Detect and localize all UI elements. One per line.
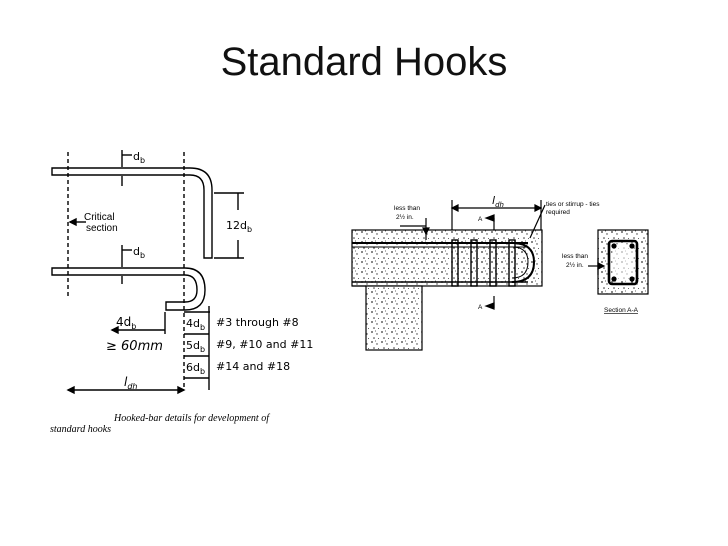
row-1-factor: 4db [186,317,205,332]
less-than-label-2a: less than [562,253,588,260]
left-hook-figure [51,150,244,395]
db-mid-label: db [133,245,145,260]
column-body [365,285,423,351]
hook-180-bar [51,267,206,311]
beam-body [351,229,543,287]
section-arrow-top-label: A [478,216,483,223]
section-a-a-label: Section A-A [604,307,639,314]
less-than-label-1a: less than [394,205,420,212]
slide-title: Standard Hooks [220,40,508,84]
ldh-right-label: ldh [492,194,504,209]
db-top-label: db [133,150,145,165]
critical-section-label-2: section [86,223,118,234]
ldh-left-label: ldh [124,375,138,391]
min-length-label: ≥ 60mm [106,339,163,354]
critical-section-label-1: Critical [84,212,115,223]
ties-label-2: required [546,209,570,216]
less-than-label-2b: 2½ in. [566,261,584,269]
section-arrow-bottom-label: A [478,304,483,311]
twelve-db-label: 12db [226,219,252,234]
four-db-left-label: 4db [116,315,136,331]
right-figure-labels: ldh less than 2½ in. ties or stirrup - t… [394,194,639,314]
row-2-bars: #9, #10 and #11 [216,338,313,351]
row-3-factor: 6db [186,361,205,376]
caption-line-1: Hooked-bar details for development of [113,413,270,424]
ties-label-1: ties or stirrup - ties [546,201,600,208]
less-than-label-1b: 2½ in. [396,213,414,221]
beam-column-figure [351,200,649,351]
caption-line-2: standard hooks [50,424,111,435]
row-1-bars: #3 through #8 [216,316,299,329]
left-figure-labels: db db Critical section 12db 4db ≥ 60mm 4… [50,150,313,435]
row-2-factor: 5db [186,339,205,354]
hook-90-bar [51,167,213,259]
row-3-bars: #14 and #18 [216,360,290,373]
